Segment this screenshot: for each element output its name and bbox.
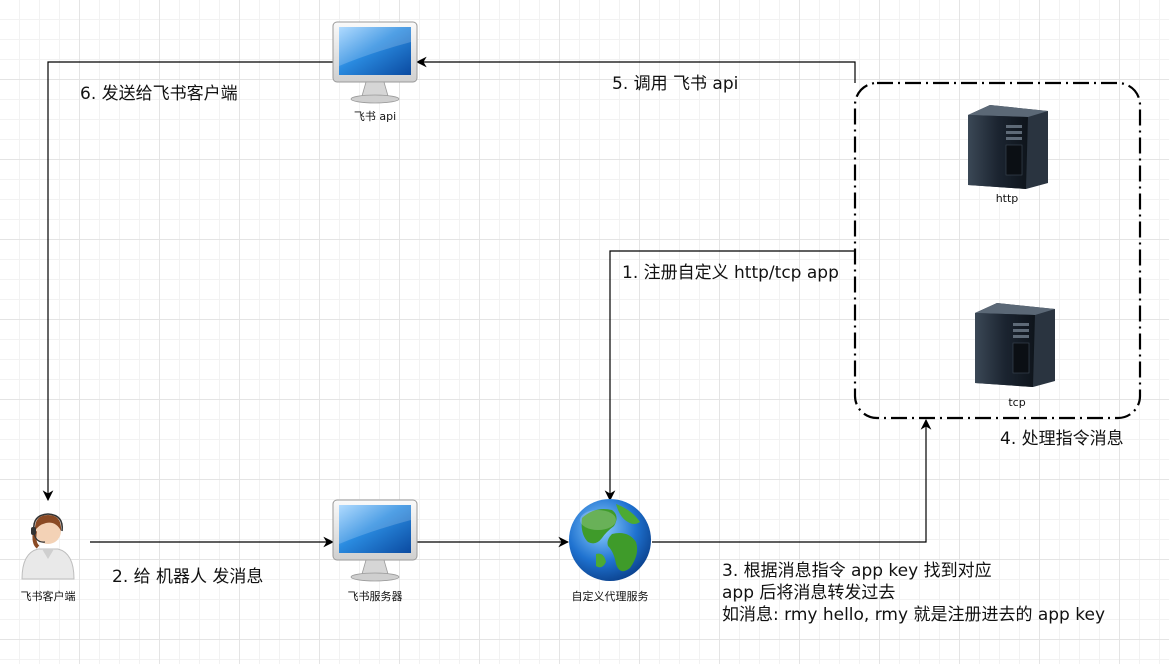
monitor-icon xyxy=(332,21,418,104)
step-1-label: 1. 注册自定义 http/tcp app xyxy=(622,263,839,283)
node-label-feishu-server: 飞书服务器 xyxy=(347,590,403,603)
step-3-line-3: 如消息: rmy hello, rmy 就是注册进去的 app key xyxy=(722,605,1106,625)
server-tower-icon xyxy=(968,105,1048,189)
edge-app-register-to-proxy xyxy=(604,250,855,502)
step-5-label: 5. 调用 飞书 api xyxy=(612,74,739,94)
node-label-client: 飞书客户端 xyxy=(20,590,76,603)
step-3-line-2: app 后将消息转发过去 xyxy=(722,583,896,603)
node-label-feishu-api: 飞书 api xyxy=(353,110,397,123)
edge-app-to-feishu-api xyxy=(415,56,856,83)
step-4-label: 4. 处理指令消息 xyxy=(1000,429,1124,449)
monitor-icon xyxy=(332,499,418,582)
user-operator-icon xyxy=(21,513,75,580)
edge-proxy-to-app-group xyxy=(652,418,932,543)
globe-icon xyxy=(569,499,651,581)
step-2-label: 2. 给 机器人 发消息 xyxy=(112,567,264,587)
step-6-label: 6. 发送给飞书客户端 xyxy=(80,84,238,104)
step-3-line-1: 3. 根据消息指令 app key 找到对应 xyxy=(722,561,992,581)
edge-feishu-api-to-client xyxy=(42,61,333,502)
node-label-http: http xyxy=(995,192,1019,205)
server-tower-icon xyxy=(975,303,1055,387)
node-label-tcp: tcp xyxy=(1008,396,1026,409)
step-3-label: 3. 根据消息指令 app key 找到对应 app 后将消息转发过去 如消息:… xyxy=(722,560,1105,626)
node-label-proxy: 自定义代理服务 xyxy=(571,590,649,603)
